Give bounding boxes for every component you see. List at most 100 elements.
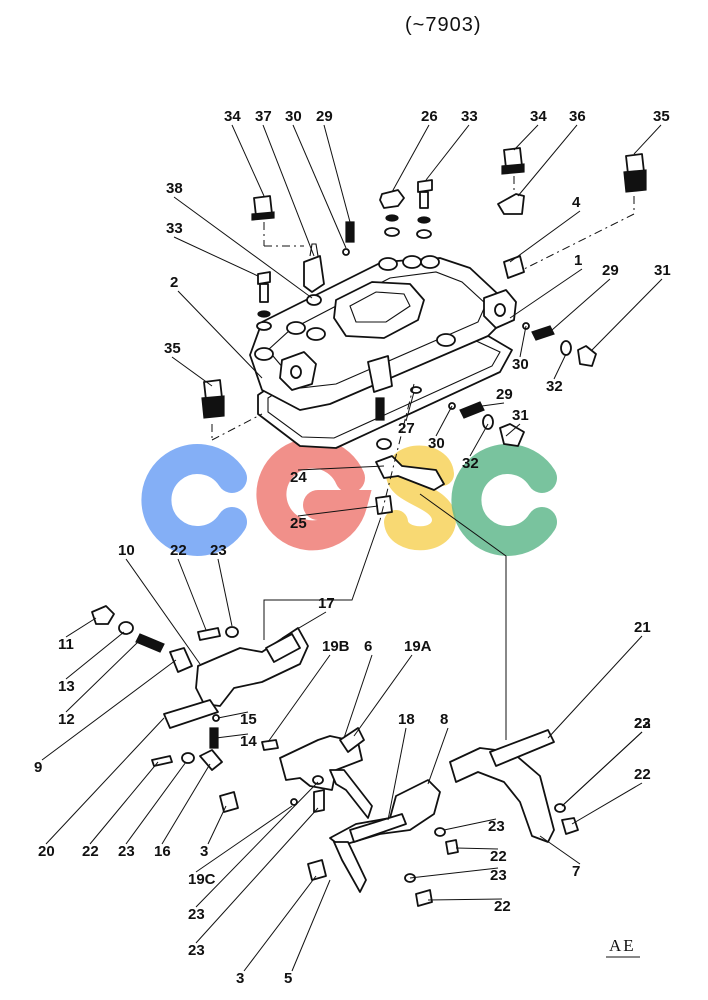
assembly-line [509, 213, 635, 277]
cover-bolt-boss [306, 327, 326, 341]
callout-label: 12 [58, 711, 75, 728]
cover-top-window [349, 291, 411, 323]
callout-label: 22 [634, 766, 651, 783]
shift-fork-prongs [333, 841, 367, 893]
callout-label: 22 [82, 843, 99, 860]
leader-line [45, 717, 165, 845]
switch-terminal [309, 243, 319, 257]
callout-label: 23 [118, 843, 135, 860]
leader-line [343, 654, 373, 739]
washer [376, 438, 392, 450]
leader-line [177, 290, 263, 379]
leader-line [89, 761, 159, 845]
pin [290, 798, 298, 806]
callout-label: 31 [512, 407, 529, 424]
washer [312, 775, 324, 785]
assembly-line [419, 493, 507, 740]
nut [91, 605, 115, 625]
callout-label: 22 [170, 542, 187, 559]
cover-bolt-boss [378, 257, 398, 271]
callout-label: 26 [421, 108, 438, 125]
assembly-line [263, 519, 381, 640]
leader-line [551, 278, 611, 331]
leader-line [171, 356, 213, 387]
callout-label: 23 [488, 818, 505, 835]
leader-line [513, 124, 539, 151]
leader-line [262, 124, 315, 257]
callout-label: 31 [654, 262, 671, 279]
callout-label: 35 [164, 340, 181, 357]
leader-line [517, 124, 578, 197]
callout-label: 8 [440, 711, 448, 728]
leader-line [281, 611, 327, 639]
washer [434, 827, 446, 837]
leader-line [425, 124, 470, 181]
shift-rod [489, 729, 555, 767]
shift-fork-assembly [91, 493, 579, 907]
leader-line [292, 124, 347, 249]
callout-label: 36 [569, 108, 586, 125]
lock-washer [385, 214, 399, 222]
shift-rod [339, 727, 365, 753]
callout-label: 22 [494, 898, 511, 915]
spring [345, 221, 355, 243]
callout-label: 15 [240, 711, 257, 728]
callout-label: 10 [118, 542, 135, 559]
leader-line [547, 635, 643, 739]
callout-label: 24 [290, 469, 307, 486]
leader-line [539, 835, 581, 865]
washer [416, 229, 432, 239]
cover-front-boss [367, 355, 393, 393]
callout-label: 22 [490, 848, 507, 865]
leader-line [353, 654, 413, 737]
leader-line [161, 763, 211, 845]
shift-shaft [265, 633, 301, 663]
cover-hardware [201, 147, 647, 521]
callout-label: 9 [34, 759, 42, 776]
drawing-code-label: AE [609, 936, 636, 955]
nut [379, 189, 405, 209]
leader-line [435, 405, 453, 437]
bolt-shank [419, 191, 429, 209]
sleeve [307, 859, 327, 881]
callout-label: 19A [404, 638, 432, 655]
washer [560, 340, 572, 356]
spring [531, 325, 555, 341]
leader-line [217, 711, 249, 719]
shift-arm-lever [163, 699, 219, 729]
callout-label: 30 [285, 108, 302, 125]
callout-label: 3 [236, 970, 244, 987]
o-ring [410, 386, 422, 394]
callout-label: 17 [318, 595, 335, 612]
cover-bolt-boss [420, 255, 440, 269]
shift-rod [349, 813, 407, 843]
assembly-line [211, 413, 263, 441]
cover-bolt-boss [286, 321, 306, 335]
callout-label: 6 [364, 638, 372, 655]
bolt [197, 627, 221, 641]
leader-line [427, 727, 449, 785]
callout-label: 30 [428, 435, 445, 452]
cover-top-boss [333, 281, 425, 339]
leader-line [519, 325, 527, 358]
ball [342, 248, 350, 256]
serial-range-label: (~7903) [405, 14, 482, 36]
leader-line [509, 268, 583, 319]
callout-label: 5 [284, 970, 292, 987]
callout-label: 14 [240, 733, 257, 750]
cover-bolt-boss [436, 333, 456, 347]
assembly-line [379, 383, 415, 521]
cover-side-hole [494, 303, 506, 317]
callout-label: 27 [398, 420, 415, 437]
leader-line [553, 353, 567, 380]
bolt-flange [251, 211, 275, 221]
callout-label: 20 [38, 843, 55, 860]
leader-line [509, 210, 581, 263]
callout-label: 23 [490, 867, 507, 884]
bolt [445, 839, 459, 855]
leader-line [323, 124, 351, 223]
watermark-letter-g [256, 438, 372, 551]
lock-washer [417, 216, 431, 224]
leader-line [405, 391, 415, 422]
